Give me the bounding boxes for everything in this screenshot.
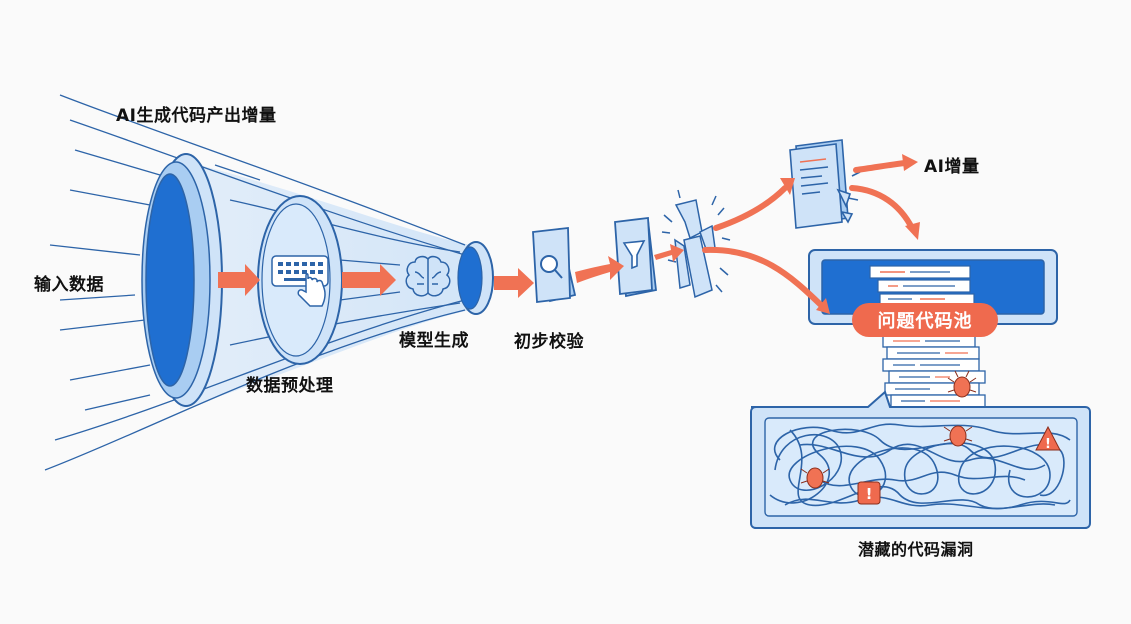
arrow-model-check [494, 268, 534, 298]
pool-badge: 问题代码池 [852, 303, 998, 337]
arrow-check-filter [575, 256, 624, 283]
branch-arrows [702, 160, 915, 309]
brain-icon [405, 255, 451, 297]
bug-icon [943, 425, 973, 447]
svg-text:!: ! [1045, 437, 1051, 452]
arrow-heads [780, 154, 920, 314]
flow-lines [44, 94, 466, 471]
magnifier-icon [540, 255, 563, 279]
funnel-icon [622, 240, 646, 270]
label-growth: AI生成代码产出增量 [116, 106, 277, 126]
bug-icon [947, 370, 977, 398]
label-preprocess: 数据预处理 [246, 376, 334, 396]
arrow-preprocess-model [342, 264, 396, 296]
arrow-to-pool [702, 246, 825, 309]
bug-icon [800, 467, 830, 489]
warning-icon: ! [857, 481, 881, 505]
model-ring [457, 241, 494, 315]
label-vulnerabilities: 潜藏的代码漏洞 [858, 540, 974, 559]
document-stack [789, 139, 861, 229]
filter-card [614, 216, 657, 298]
label-check: 初步校验 [514, 332, 584, 352]
flow-arrows [218, 244, 684, 298]
arrow-input-preprocess [218, 264, 260, 296]
shattered-card [661, 189, 731, 299]
label-model: 模型生成 [399, 331, 469, 351]
input-ring [141, 153, 223, 407]
arrow-to-ai-increment [853, 160, 908, 173]
svg-text:!: ! [866, 485, 873, 503]
warning-icon: ! [1035, 425, 1061, 452]
arrow-to-docs [713, 185, 788, 231]
check-card [532, 226, 577, 304]
code-page-stack [882, 334, 986, 408]
preprocess-lens [257, 195, 343, 365]
arrow-filter-shatter [654, 244, 684, 262]
arrow-docs-to-pool [849, 185, 915, 231]
label-input: 输入数据 [34, 275, 104, 295]
vulnerability-box: ! ! [750, 390, 1091, 529]
label-ai-increment: AI增量 [924, 157, 980, 177]
keyboard-hand-icon [271, 255, 329, 307]
